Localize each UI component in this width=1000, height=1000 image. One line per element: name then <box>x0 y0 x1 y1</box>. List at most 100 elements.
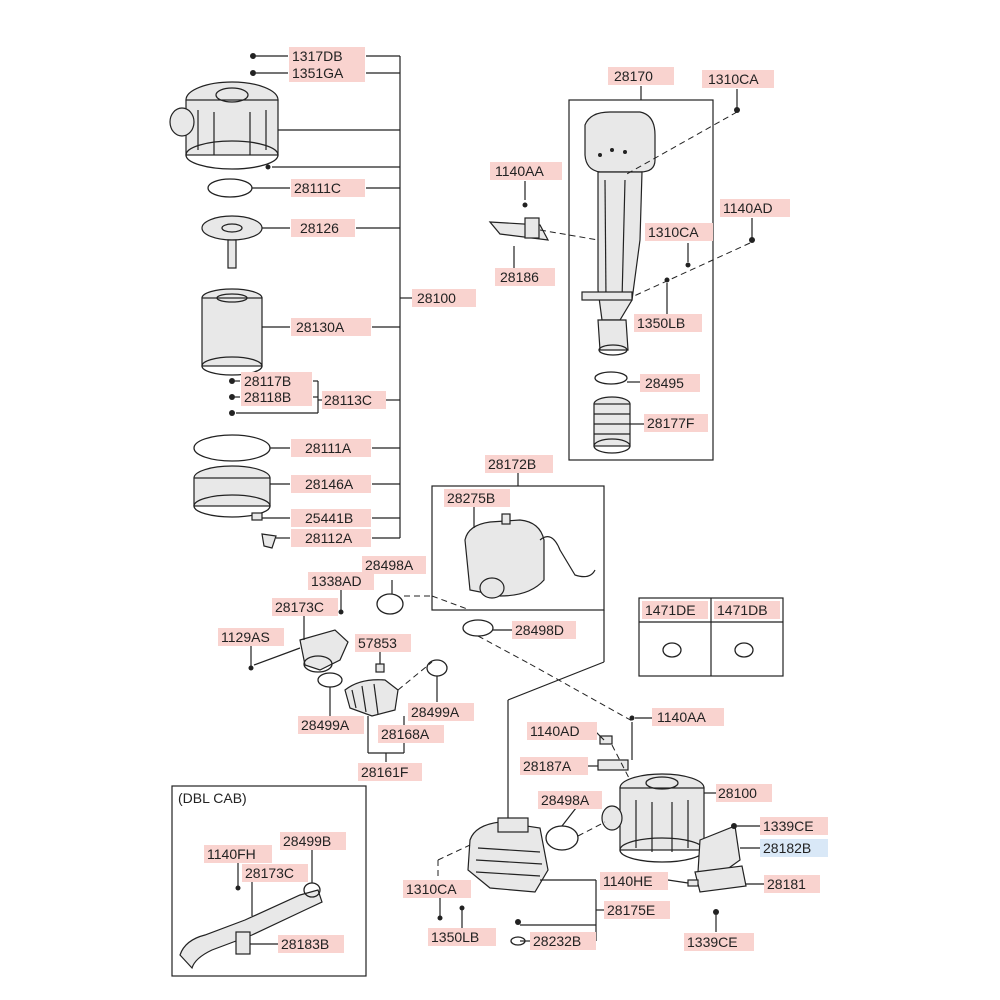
label-28232b-text: 28232B <box>533 933 581 949</box>
clamp-options-table: 1471DE 1471DB <box>638 597 784 677</box>
duct-28175e-drawing <box>467 821 549 893</box>
label-28100-left-text: 28100 <box>417 290 456 306</box>
bolt-1338ad-icon <box>338 609 344 615</box>
label-1140ad-top-text: 1140AD <box>723 200 773 216</box>
label-28499b-text: 28499B <box>283 833 331 849</box>
pipe-28173c-dbl-drawing <box>179 889 323 970</box>
label-28187a-text: 28187A <box>523 758 572 774</box>
label-28173c: 28173C <box>272 598 338 616</box>
label-28117b: 28117B <box>241 372 312 390</box>
valve-28232b-icon <box>515 919 521 925</box>
label-28275b-text: 28275B <box>447 490 495 506</box>
label-28173c-dbl-text: 28173C <box>245 865 294 881</box>
label-1310ca-top-text: 1310CA <box>708 71 759 87</box>
label-28177f-text: 28177F <box>647 415 694 431</box>
adapter-28173c-drawing <box>299 629 349 671</box>
bolt-1140aa-bottom-icon <box>629 715 635 721</box>
label-1140he: 1140HE <box>600 872 668 890</box>
label-28112a-text: 28112A <box>305 530 353 546</box>
label-28173c-dbl: 28173C <box>242 864 308 882</box>
label-28498d: 28498D <box>512 621 576 639</box>
label-28187a: 28187A <box>520 757 588 775</box>
label-1140aa-top: 1140AA <box>490 162 562 180</box>
label-28126-text: 28126 <box>300 220 339 236</box>
label-28181: 28181 <box>764 875 820 893</box>
label-1339ce-bottom-text: 1339CE <box>687 934 738 950</box>
label-28170: 28170 <box>608 67 674 85</box>
label-28111a-text: 28111A <box>305 440 352 456</box>
label-28113c: 28113C <box>322 391 386 409</box>
label-1140fh-text: 1140FH <box>207 846 256 862</box>
label-28113c-text: 28113C <box>324 392 372 408</box>
label-28181-text: 28181 <box>767 876 806 892</box>
clamp-25441b-icon <box>251 512 263 521</box>
label-28499a-right: 28499A <box>408 703 474 721</box>
label-1471de-text: 1471DE <box>645 602 696 618</box>
label-1310ca-mid-text: 1310CA <box>648 224 699 240</box>
label-28495: 28495 <box>640 374 700 392</box>
label-28112a: 28112A <box>291 529 371 547</box>
hose-28168a-drawing <box>344 679 399 717</box>
snorkel-assembly <box>488 86 755 461</box>
label-1351ga: 1351GA <box>289 64 365 82</box>
label-28177f: 28177F <box>644 414 708 432</box>
label-28498a-bottom-text: 28498A <box>541 792 590 808</box>
nut-1310ca-mid-icon <box>685 262 691 268</box>
nut-1351ga-icon <box>250 70 256 76</box>
clamp-1471db-icon <box>734 642 754 658</box>
clamp-28499a-right-drawing <box>426 659 448 677</box>
label-25441b: 25441B <box>291 509 371 527</box>
label-28111c-text: 28111C <box>294 180 341 196</box>
label-28168a: 28168A <box>378 725 444 743</box>
bolt-1140aa-icon <box>522 202 528 208</box>
label-1310ca-top: 1310CA <box>702 70 774 88</box>
label-28175e: 28175E <box>604 901 670 919</box>
label-28172b: 28172B <box>485 455 553 473</box>
label-1350lb-bottom: 1350LB <box>428 928 496 946</box>
dbl-cab-box <box>171 785 367 977</box>
label-1140ad-bottom-text: 1140AD <box>530 723 580 739</box>
label-1350lb-top: 1350LB <box>634 314 702 332</box>
label-28130a: 28130A <box>291 318 371 336</box>
lower-body-28146a-drawing <box>193 465 271 518</box>
label-28499a-left: 28499A <box>298 716 364 734</box>
bolt-1140he-icon <box>687 879 699 887</box>
label-28161f: 28161F <box>358 763 422 781</box>
label-57853: 57853 <box>355 634 411 652</box>
label-28130a-text: 28130A <box>296 319 345 335</box>
label-28182b-text: 28182B <box>763 840 811 856</box>
label-28161f-text: 28161F <box>361 764 408 780</box>
plate-28126-drawing <box>201 215 263 269</box>
clamp-1471de-icon <box>662 642 682 658</box>
label-1140he-text: 1140HE <box>603 873 653 889</box>
label-28499a-left-text: 28499A <box>301 717 350 733</box>
label-1129as-text: 1129AS <box>221 629 270 645</box>
label-1339ce-top: 1339CE <box>760 817 828 835</box>
bracket-28183b-drawing <box>235 931 251 955</box>
label-28498a-top: 28498A <box>362 556 426 574</box>
label-1338ad-text: 1338AD <box>311 573 362 589</box>
label-28100-right: 28100 <box>716 784 772 802</box>
label-1317db: 1317DB <box>289 47 365 65</box>
label-28499b: 28499B <box>280 832 346 850</box>
label-1310ca-mid: 1310CA <box>645 223 713 241</box>
sensor-57853-icon <box>375 663 385 673</box>
hose-28177f-drawing <box>593 396 631 454</box>
label-1339ce-top-text: 1339CE <box>763 818 814 834</box>
bolt-1140fh-icon <box>235 885 241 891</box>
label-1140aa-bottom: 1140AA <box>652 708 724 726</box>
label-28118b: 28118B <box>241 388 312 406</box>
label-28117b-text: 28117B <box>244 373 291 389</box>
resonator-28275b-drawing <box>464 519 545 597</box>
label-1129as: 1129AS <box>218 628 284 646</box>
label-28173c-text: 28173C <box>275 599 324 615</box>
valve-28117b-icon <box>229 378 235 384</box>
label-28498a-top-text: 28498A <box>365 557 414 573</box>
label-1140fh: 1140FH <box>204 845 272 863</box>
air-cleaner-housing-drawing <box>169 81 279 170</box>
gasket-28111a-drawing <box>193 434 271 462</box>
clamp-28495-drawing <box>594 371 628 385</box>
label-1351ga-text: 1351GA <box>292 65 344 81</box>
label-28182b: 28182B <box>760 839 828 857</box>
